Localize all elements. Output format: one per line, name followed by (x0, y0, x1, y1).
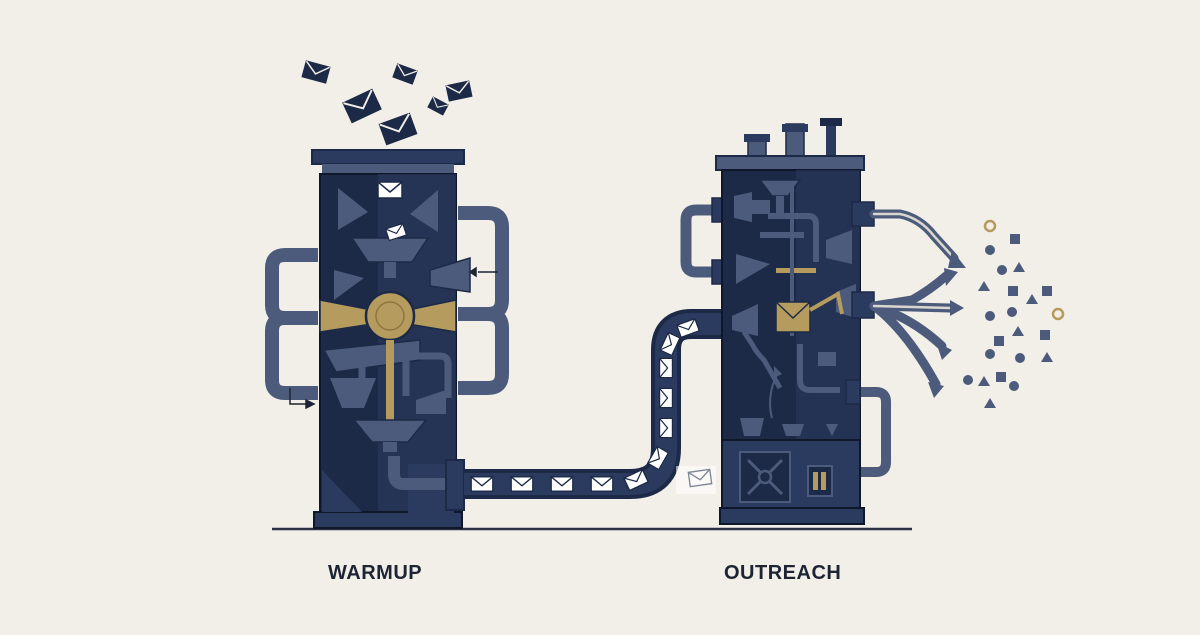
envelope-icon (427, 96, 449, 116)
outreach-label: OUTREACH (724, 562, 842, 584)
envelope-icon (550, 476, 574, 492)
output-pipes (869, 209, 966, 398)
envelope-icon (658, 417, 674, 439)
circle-particle (985, 311, 995, 321)
square-particle (996, 372, 1006, 382)
triangle-particle (1026, 294, 1038, 304)
triangle-particle (1012, 326, 1024, 336)
outreach-gold-bar (776, 268, 816, 273)
envelope-icon (658, 387, 674, 409)
circle-particle (997, 265, 1007, 275)
warmup-left-pipe-lower (265, 311, 318, 400)
circle-particle (963, 375, 973, 385)
warmup-gold-rod (386, 340, 394, 420)
envelope-icon (377, 181, 403, 199)
warmup-base (313, 511, 463, 529)
envelope-icon (445, 80, 473, 102)
warmup-upper-funnel (350, 237, 430, 263)
circle-particle (1009, 381, 1019, 391)
square-particle (1008, 286, 1018, 296)
circle-particle (985, 349, 995, 359)
envelope-icon (470, 476, 494, 492)
circle-particle (1051, 307, 1065, 321)
envelope-icon (301, 60, 331, 84)
outreach-machine (680, 118, 891, 525)
triangle-particle (1041, 352, 1053, 362)
warmup-left-pipe (265, 248, 318, 325)
circle-particle (1007, 307, 1017, 317)
square-particle (1040, 330, 1050, 340)
envelope-icon (590, 476, 614, 492)
warmup-gold-valve (319, 290, 457, 342)
triangle-particle (978, 376, 990, 386)
warmup-label: WARMUP (328, 562, 423, 584)
circle-particle (985, 245, 995, 255)
envelope-icon (378, 112, 418, 146)
square-particle (1042, 286, 1052, 296)
triangle-particle (978, 281, 990, 291)
output-particles (963, 219, 1065, 408)
circle-particle (983, 219, 997, 233)
circle-particle (1015, 353, 1025, 363)
envelope-icon (392, 63, 418, 85)
square-particle (994, 336, 1004, 346)
warmup-cap (311, 149, 465, 165)
envelope-icon (658, 357, 674, 379)
envelope-icon (342, 89, 382, 123)
incoming-envelopes (301, 60, 473, 146)
warmup-cap-lip (322, 164, 454, 174)
warmup-right-pipe-lower (458, 307, 509, 395)
envelope-icon (510, 476, 534, 492)
triangle-particle (984, 398, 996, 408)
square-particle (1010, 234, 1020, 244)
warmup-bottom-funnel (352, 419, 428, 443)
triangle-particle (1013, 262, 1025, 272)
